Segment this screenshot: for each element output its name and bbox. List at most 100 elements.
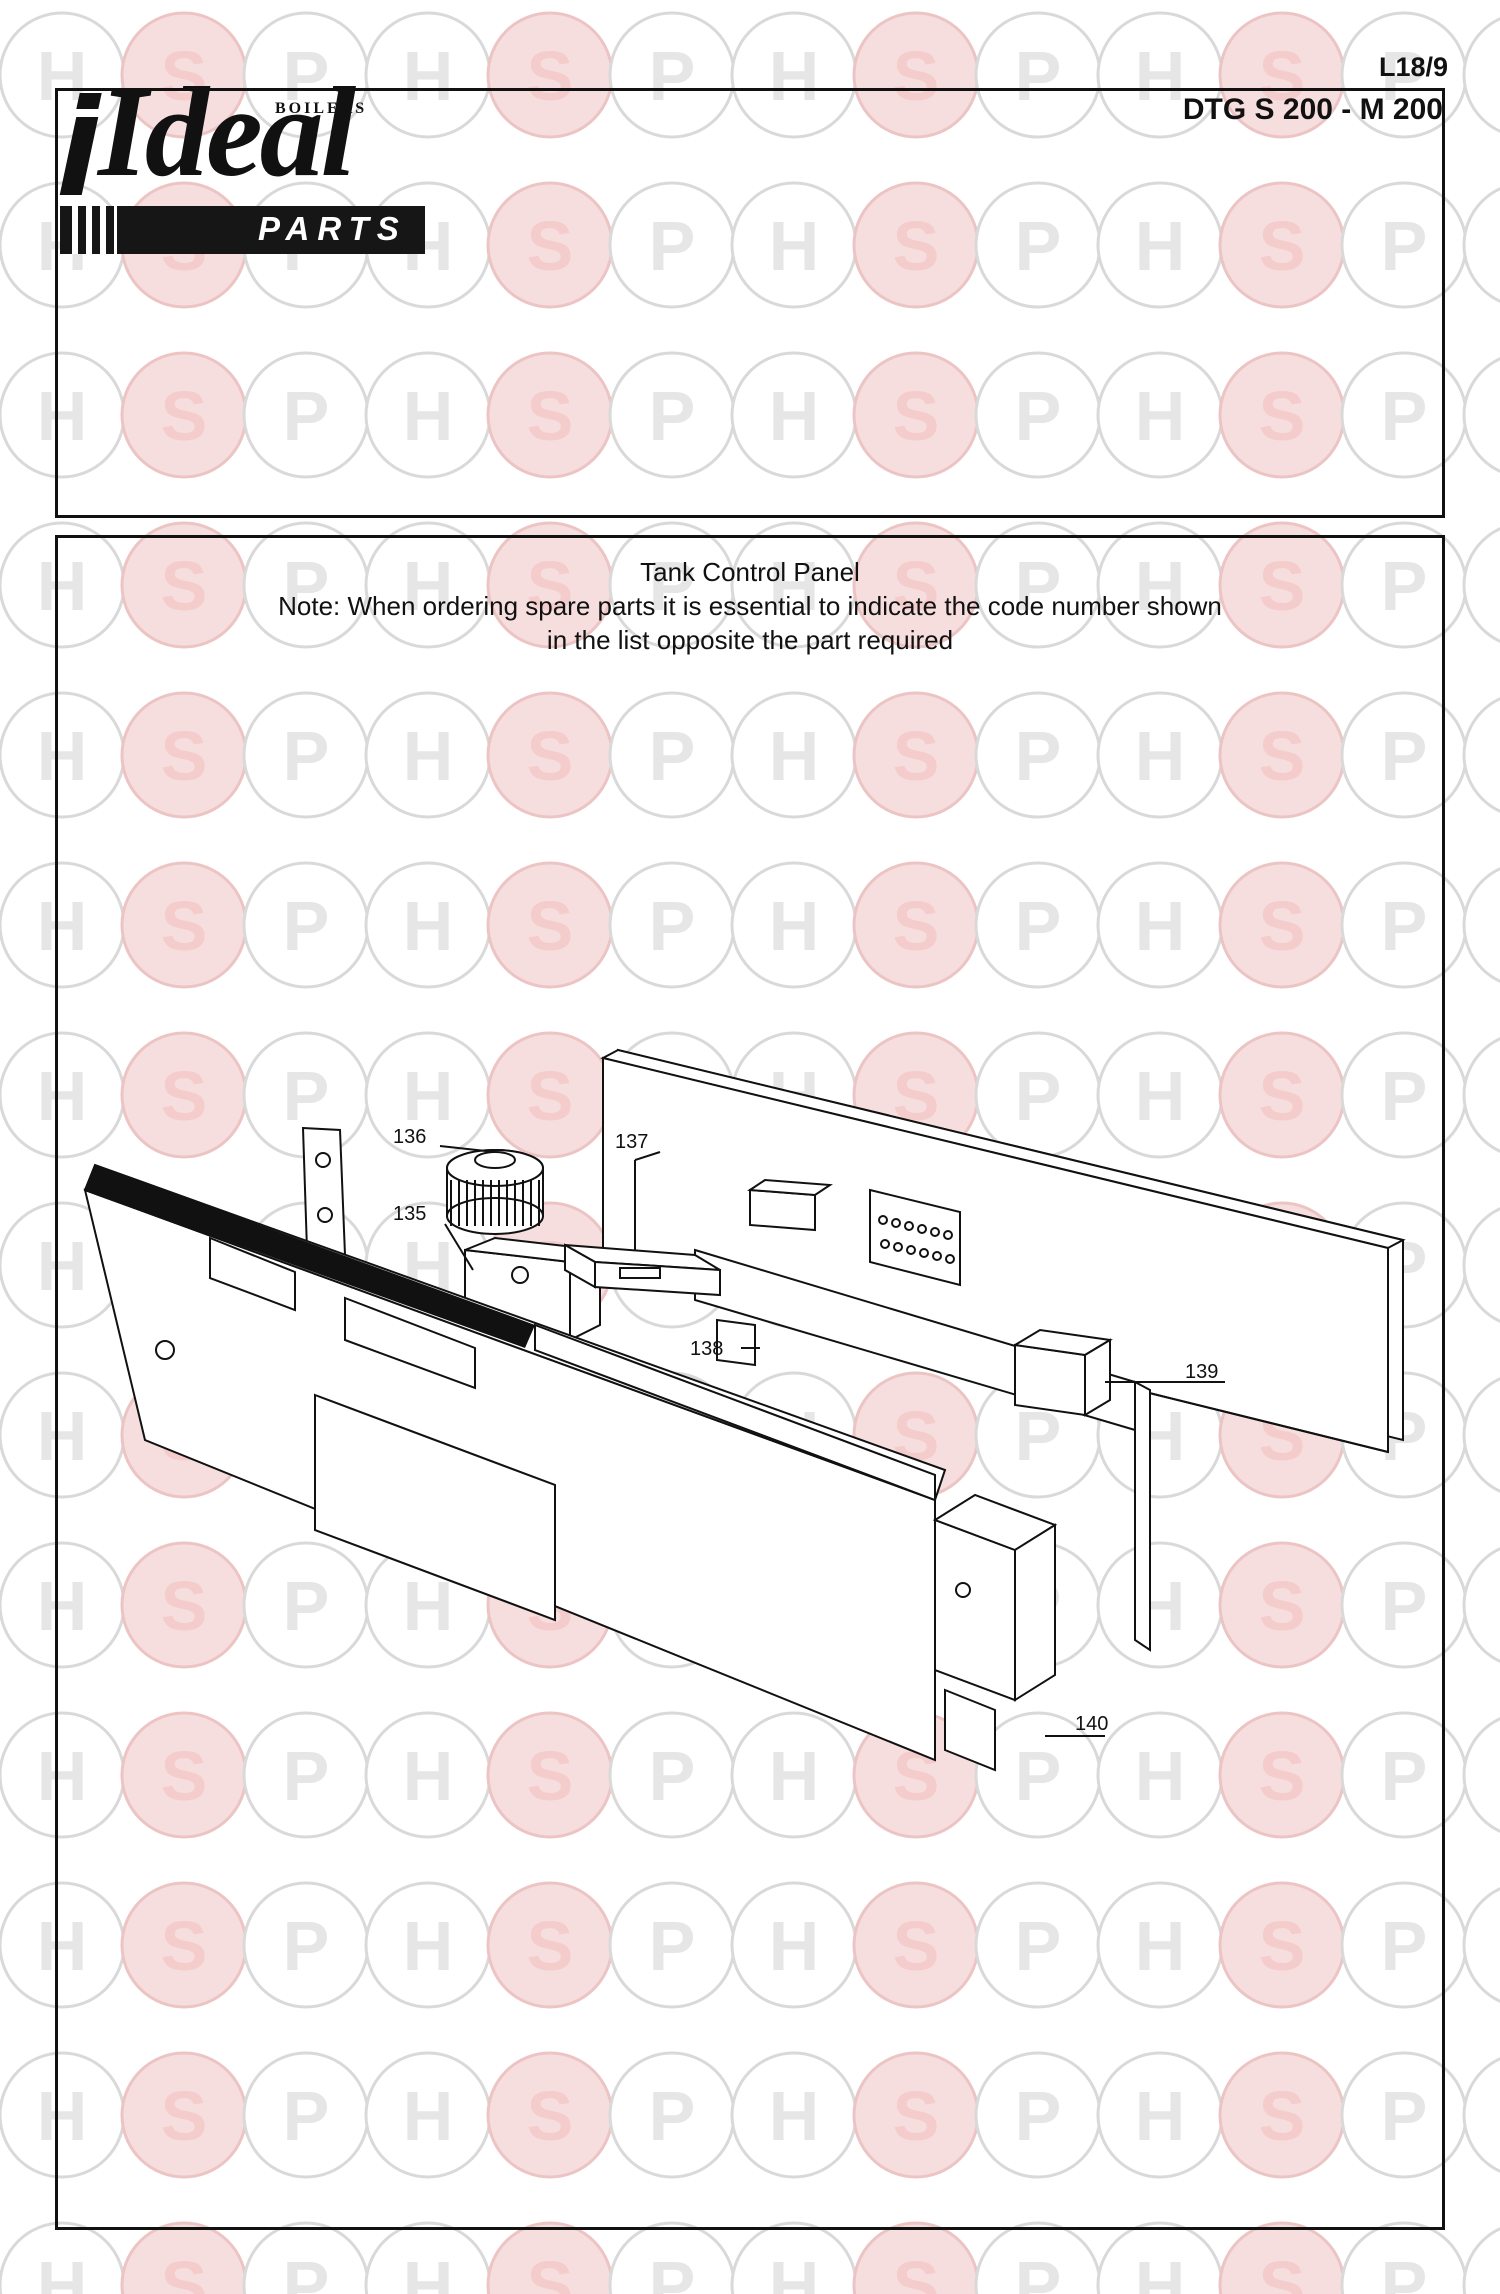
part-136-knob	[446, 1149, 544, 1235]
watermark-letter: S	[161, 1567, 208, 1645]
terminal-screw	[917, 1224, 927, 1234]
rear-panel	[600, 1048, 1406, 1454]
diagram-frame	[55, 535, 1445, 2230]
watermark-letter: H	[769, 2077, 820, 2155]
logo-sub-text: PARTS	[258, 210, 407, 247]
watermark-circle	[1462, 1377, 1500, 1493]
watermark-letter: H	[1135, 547, 1186, 625]
watermark-letter: S	[893, 207, 940, 285]
logo-bar	[60, 206, 425, 254]
watermark-circle	[1462, 187, 1500, 303]
watermark-circle	[1462, 867, 1500, 983]
watermark-circle	[1462, 1547, 1500, 1663]
watermark-letter: S	[161, 547, 208, 625]
watermark-letter: H	[37, 1737, 88, 1815]
watermark-letter: S	[527, 717, 574, 795]
watermark-letter: H	[1135, 1057, 1186, 1135]
watermark-letter: S	[527, 207, 574, 285]
diagram-heading: Tank Control Panel Note: When ordering s…	[55, 555, 1445, 657]
watermark-letter: P	[649, 1737, 696, 1815]
watermark-circle	[1462, 697, 1500, 813]
watermark-letter: P	[283, 717, 330, 795]
watermark-letter: S	[161, 377, 208, 455]
watermark-letter: P	[1381, 1907, 1428, 1985]
watermark-letter: H	[1135, 2247, 1186, 2294]
watermark-letter: P	[1015, 717, 1062, 795]
exploded-parts-diagram: 136 135 137 138 139 140	[83, 1048, 1406, 1772]
watermark-letter: S	[527, 2077, 574, 2155]
watermark-circle	[1462, 1717, 1500, 1833]
watermark-letter: H	[403, 1057, 454, 1135]
watermark-letter: H	[37, 547, 88, 625]
watermark-letter: S	[527, 37, 574, 115]
watermark-letter: H	[37, 1057, 88, 1135]
watermark-letter: S	[893, 1907, 940, 1985]
watermark-letter: P	[1381, 377, 1428, 455]
part-140-endcap	[932, 1493, 1058, 1772]
watermark-letter: P	[1015, 1737, 1062, 1815]
watermark-letter: P	[283, 2077, 330, 2155]
watermark-letter: P	[1381, 1057, 1428, 1135]
part-137-display	[564, 1243, 721, 1297]
watermark-letter: P	[649, 887, 696, 965]
page-code: L18/9	[1378, 52, 1448, 82]
watermark-letter: P	[649, 207, 696, 285]
watermark-letter: H	[769, 2247, 820, 2294]
watermark-letter: S	[161, 717, 208, 795]
watermark-letter: S	[893, 887, 940, 965]
watermark-letter: P	[1381, 2247, 1428, 2294]
watermark-letter: S	[1259, 1737, 1306, 1815]
callout-138: 138	[690, 1338, 723, 1360]
watermark-letter: H	[37, 887, 88, 965]
terminal-screw	[893, 1242, 903, 1252]
header-frame	[55, 88, 1445, 518]
watermark-letter: H	[769, 717, 820, 795]
terminal-screw	[891, 1218, 901, 1228]
watermark-letter: S	[1259, 717, 1306, 795]
watermark-letter: H	[1135, 377, 1186, 455]
watermark-letter: S	[161, 887, 208, 965]
watermark-letter: S	[1259, 2077, 1306, 2155]
watermark-letter: H	[769, 207, 820, 285]
watermark-circle	[1462, 1887, 1500, 2003]
watermark-letter: H	[769, 547, 820, 625]
watermark-letter: P	[649, 37, 696, 115]
watermark-letter: S	[527, 1737, 574, 1815]
watermark-letter: H	[1135, 1737, 1186, 1815]
watermark-letter: S	[893, 2077, 940, 2155]
watermark-letter: P	[649, 547, 696, 625]
watermark-letter: P	[1381, 207, 1428, 285]
watermark-letter: P	[283, 2247, 330, 2294]
watermark-letter: P	[1015, 37, 1062, 115]
watermark-letter: P	[283, 1567, 330, 1645]
watermark-letter: H	[37, 717, 88, 795]
terminal-screw	[904, 1221, 914, 1231]
watermark-circle	[1462, 1037, 1500, 1153]
watermark-letter: S	[527, 377, 574, 455]
watermark-letter: H	[769, 37, 820, 115]
watermark-letter: H	[37, 1227, 88, 1305]
watermark-circle	[1462, 2057, 1500, 2173]
callout-139: 139	[1185, 1361, 1218, 1383]
watermark-letter: H	[37, 377, 88, 455]
callout-leaders	[439, 1145, 1225, 1737]
watermark-letter: S	[527, 1907, 574, 1985]
watermark-letter: H	[37, 1907, 88, 1985]
watermark-letter: P	[1015, 1907, 1062, 1985]
terminal-screw	[906, 1245, 916, 1255]
watermark-letter: H	[403, 1567, 454, 1645]
watermark-letter: S	[527, 887, 574, 965]
model-name: DTG S 200 - M 200	[1182, 93, 1443, 126]
terminal-screw	[932, 1251, 942, 1261]
watermark-letter: P	[283, 887, 330, 965]
watermark-letter: H	[403, 2077, 454, 2155]
watermark-letter: P	[1381, 1737, 1428, 1815]
terminal-screw	[880, 1239, 890, 1249]
watermark-letter: P	[649, 2077, 696, 2155]
watermark-letter: H	[1135, 717, 1186, 795]
watermark-letter: S	[1259, 1057, 1306, 1135]
watermark-letter: S	[1259, 207, 1306, 285]
terminal-screw	[878, 1215, 888, 1225]
watermark-letter: P	[1381, 547, 1428, 625]
watermark-letter: S	[161, 2247, 208, 2294]
